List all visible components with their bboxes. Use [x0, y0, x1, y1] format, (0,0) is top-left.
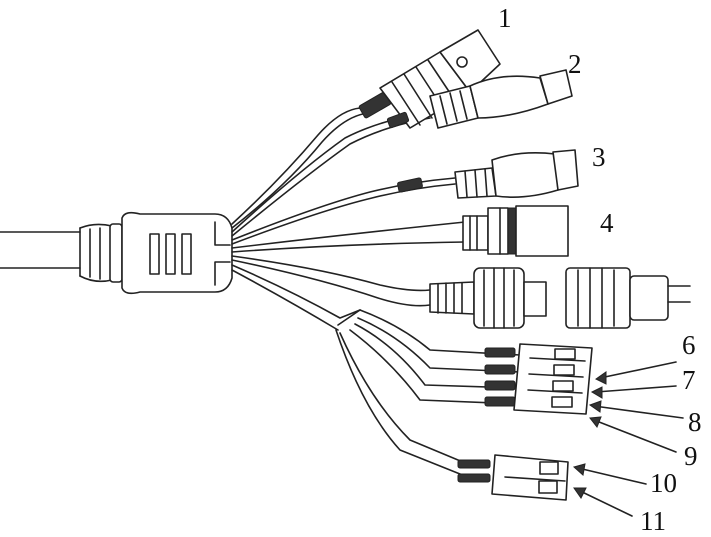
callout-numbers: 1 2 3 4 6 7 8 9 10 11 [498, 3, 702, 536]
power-connector [386, 69, 573, 129]
callout-4: 4 [600, 208, 614, 238]
callout-2: 2 [568, 49, 582, 79]
main-cable [0, 223, 123, 283]
terminal-block-6-9 [484, 343, 593, 415]
callout-arrows [572, 361, 684, 517]
fanout-cables [231, 107, 521, 479]
network-connector [429, 267, 691, 329]
callout-6: 6 [682, 330, 696, 360]
terminal-block-10-11 [457, 454, 569, 501]
callout-9: 9 [684, 441, 698, 471]
callout-8: 8 [688, 407, 702, 437]
round-connector-4 [462, 205, 569, 257]
callout-10: 10 [650, 468, 677, 498]
audio-connector [397, 149, 579, 199]
callout-3: 3 [592, 142, 606, 172]
splitter-housing [121, 211, 233, 295]
callout-11: 11 [640, 506, 666, 536]
callout-7: 7 [682, 365, 696, 395]
callout-1: 1 [498, 3, 512, 33]
